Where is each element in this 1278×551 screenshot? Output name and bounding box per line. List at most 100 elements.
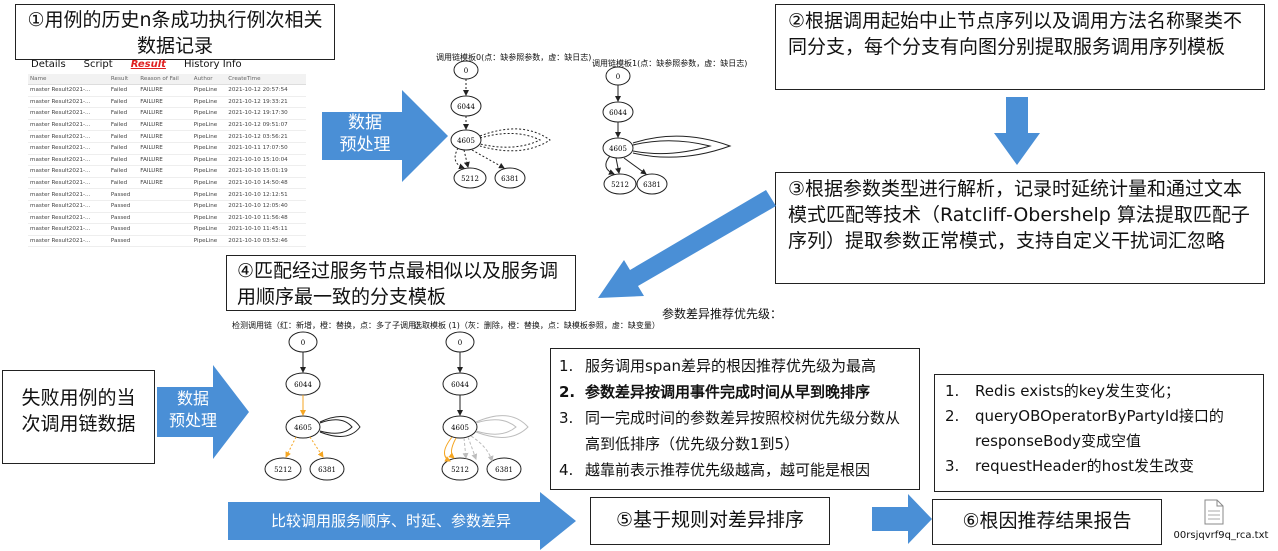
priority-item: 4.越靠前表示推荐优先级越高，越可能是根因 — [559, 457, 911, 483]
column-header[interactable]: Reason of Fail — [138, 74, 192, 85]
failed-case-box: 失败用例的当次调用链数据 — [2, 370, 155, 464]
step6-box: ⑥根因推荐结果报告 — [932, 499, 1162, 545]
tab-details[interactable]: Details — [31, 59, 66, 70]
priority-item-number: 3. — [559, 409, 574, 427]
table-cell: FAILURE — [138, 165, 192, 178]
table-cell: master Result2021-... — [28, 84, 109, 97]
result-list: 1.Redis exists的key发生变化；2.queryOBOperator… — [945, 379, 1253, 479]
graph-node-label: 0 — [464, 67, 468, 75]
graph-node-label: 5212 — [451, 466, 469, 474]
compare-arrow — [228, 492, 576, 550]
table-cell: 2021-10-10 11:45:11 — [226, 223, 306, 236]
table-cell: FAILURE — [138, 177, 192, 190]
priority-item: 1.服务调用span差异的根因推荐优先级为最高 — [559, 353, 911, 379]
table-cell: master Result2021-... — [28, 177, 109, 190]
step5-text: ⑤基于规则对差异排序 — [615, 509, 805, 531]
table-cell: Passed — [108, 212, 139, 225]
table-cell: PipeLine — [191, 154, 227, 167]
table-cell: 2021-10-11 17:07:50 — [226, 142, 306, 155]
table-cell: FAILURE — [138, 84, 192, 97]
table-cell: Failed — [108, 84, 139, 97]
tab-history-info[interactable]: History Info — [183, 59, 242, 70]
table-cell: Failed — [108, 165, 139, 178]
column-header[interactable]: Name — [28, 74, 109, 85]
table-cell: 2021-10-12 19:17:30 — [226, 107, 306, 120]
file-icon[interactable] — [1204, 499, 1224, 525]
file-name[interactable]: 00rsjqvrf9q_rca.txt — [1173, 530, 1269, 541]
table-cell: PipeLine — [191, 119, 227, 132]
table-cell: PipeLine — [191, 165, 227, 178]
column-header[interactable]: Result — [108, 74, 139, 85]
preprocess-arrow-bottom — [157, 365, 249, 459]
result-item-text: Redis exists的key发生变化； — [975, 382, 1181, 400]
result-item: 2.queryOBOperatorByPartyId接口的responseBod… — [945, 404, 1253, 454]
table-cell: 2021-10-10 03:52:46 — [226, 235, 306, 248]
priority-item-number: 1. — [559, 357, 574, 375]
table-cell: PipeLine — [191, 177, 227, 190]
column-header[interactable]: Author — [191, 74, 227, 85]
table-cell: Failed — [108, 107, 139, 120]
preprocess-label-top: 数据 预处理 — [330, 112, 400, 156]
table-cell — [138, 212, 192, 225]
priority-item: 3. 同一完成时间的参数差异按照校树优先级分数从高到低排序（优先级分数1到5） — [559, 405, 911, 457]
table-cell: PipeLine — [191, 96, 227, 109]
down-arrow — [994, 97, 1040, 165]
template0-title: 调用链模板0(点：缺参照参数，虚：缺日志) — [436, 53, 592, 62]
table-cell: master Result2021-... — [28, 212, 109, 225]
failed-case-text: 失败用例的当次调用链数据 — [21, 387, 136, 435]
table-cell: FAILURE — [138, 107, 192, 120]
table-cell: FAILURE — [138, 154, 192, 167]
result-item-number: 3. — [945, 457, 960, 475]
graph-node-label: 5212 — [461, 175, 479, 183]
step1-text: ①用例的历史n条成功执行例次相关数据记录 — [27, 9, 323, 57]
result-item-text: queryOBOperatorByPartyId接口的responseBody变… — [975, 407, 1224, 450]
priority-item-text: 同一完成时间的参数差异按照校树优先级分数从高到低排序（优先级分数1到5） — [585, 409, 901, 453]
table-cell: PipeLine — [191, 130, 227, 143]
table-cell: master Result2021-... — [28, 235, 109, 248]
tab-result[interactable]: Result — [130, 59, 166, 70]
preprocess-label-bottom: 数据 预处理 — [162, 388, 224, 432]
to-report-arrow — [872, 494, 932, 544]
graph-node-label: 6381 — [501, 175, 519, 183]
table-cell: master Result2021-... — [28, 130, 109, 143]
table-cell: master Result2021-... — [28, 96, 109, 109]
table-cell: 2021-10-12 20:57:54 — [226, 84, 306, 97]
table-cell — [138, 235, 192, 248]
graph-template0 — [450, 60, 551, 189]
graph-node-label: 6381 — [495, 466, 513, 474]
table-cell: master Result2021-... — [28, 165, 109, 178]
tab-script[interactable]: Script — [83, 59, 113, 70]
graph-node-label: 0 — [301, 339, 305, 347]
column-header[interactable]: CreateTime — [226, 74, 306, 85]
graph-template1 — [602, 66, 732, 195]
table-cell: Passed — [108, 235, 139, 248]
table-cell: PipeLine — [191, 200, 227, 213]
graph-node-label: 0 — [616, 73, 620, 81]
graph-node-label: 4605 — [609, 145, 627, 153]
step5-box: ⑤基于规则对差异排序 — [590, 497, 830, 545]
step4-box: ④匹配经过服务节点最相似以及服务调用顺序最一致的分支模板 — [226, 255, 576, 311]
table-cell: Passed — [108, 223, 139, 236]
graph-node-label: 5212 — [611, 181, 629, 189]
